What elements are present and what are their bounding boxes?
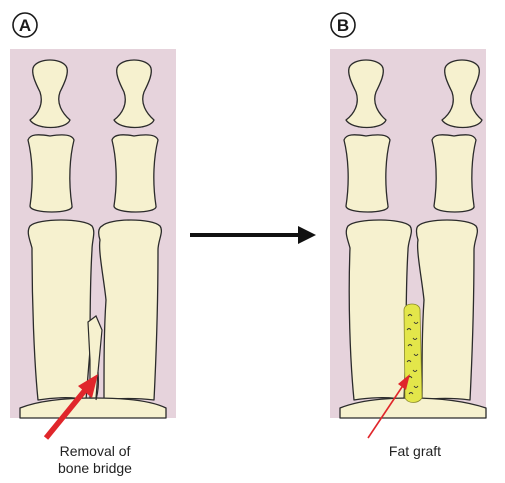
distal-phalanx-right-a [113,59,155,129]
distal-phalanx-left-b [345,59,387,129]
panel-b-label-circle [330,12,356,38]
distal-phalanx-right-b [441,59,483,129]
bone-bridge-gap [87,315,103,399]
middle-phalanx-left-a [27,134,75,213]
proximal-phalanx-right-b [415,219,479,401]
red-arrow-icon [367,383,405,439]
red-arrow-icon [43,387,89,440]
proximal-phalanx-right-a [98,219,163,401]
caption-a-line1: Removal of [59,443,131,459]
arrow-right-icon [190,226,316,244]
caption-a-line2: bone bridge [58,460,132,476]
panel-a: A [10,12,176,440]
caption-b: Fat graft [388,443,442,459]
proximal-phalanx-left-b [345,219,413,401]
distal-phalanx-left-a [29,59,71,129]
red-arrow-head-a [78,374,98,398]
red-arrow-head-b [398,374,410,390]
middle-phalanx-right-a [111,134,159,213]
panel-a-letter: A [19,16,31,35]
middle-phalanx-right-b [431,134,477,213]
fat-graft [403,303,423,403]
panel-b-letter: B [337,16,349,35]
caption-a: Removal of bone bridge [40,443,150,477]
panel-a-label-circle [12,12,38,38]
bridge-cut-line [95,371,99,401]
proximal-phalanx-left-a [27,219,95,401]
fat-graft-texture [406,314,419,395]
panel-b: B [330,12,487,439]
middle-phalanx-left-b [343,134,391,213]
